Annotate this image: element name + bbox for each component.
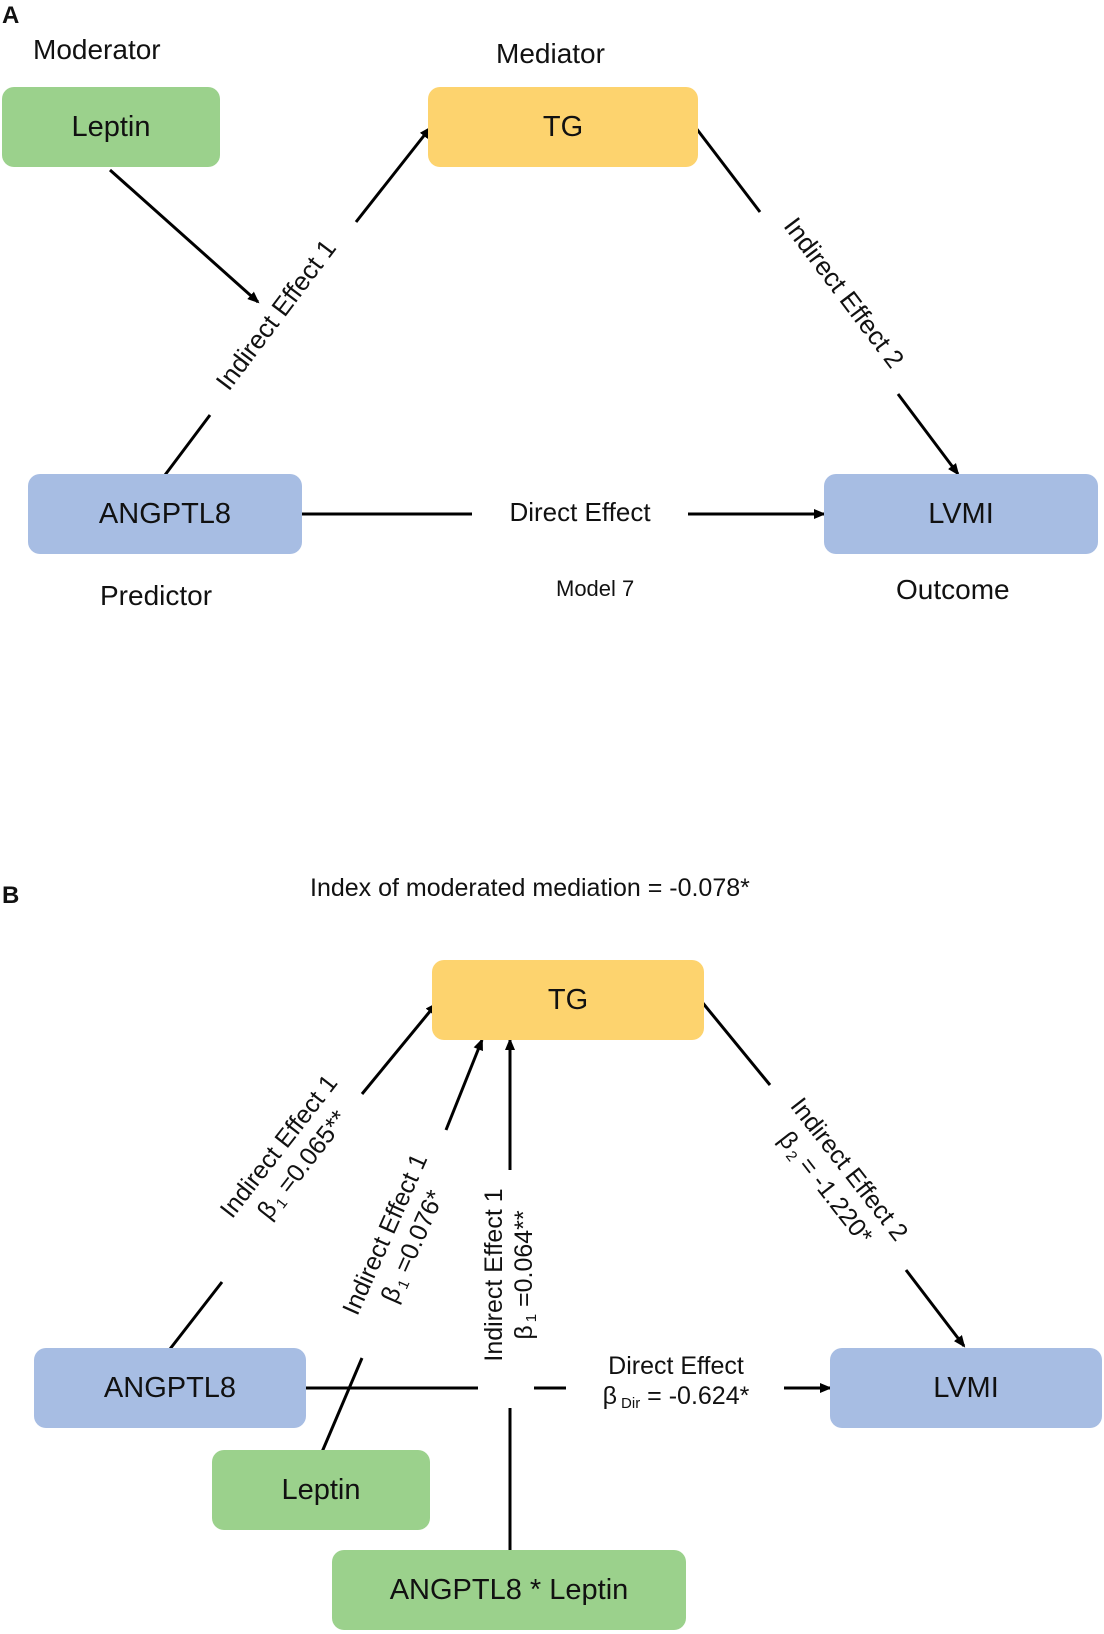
panel-letter-a: A [2,2,20,29]
b-mediator-line-upper [700,1001,772,1086]
b-predictor-edge-label: Indirect Effect 1 β1 =0.065** [215,1070,354,1225]
b-node-interaction: ANGPTL8 * Leptin [332,1550,686,1630]
panel-letter-b: B [2,882,20,909]
b-node-angptl8-label: ANGPTL8 [103,1371,237,1404]
b-moderator-edge-label: Indirect Effect 1 β1 =0.076* [337,1149,450,1319]
indirect2-line-lower [896,393,960,476]
moderator-arrow [109,168,260,304]
b-node-leptin: Leptin [212,1450,430,1530]
index-caption: Index of moderated mediation = -0.078* [310,874,750,902]
outcome-caption: Outcome [896,574,1010,605]
node-angptl8: ANGPTL8 [28,474,302,554]
predictor-caption: Predictor [100,580,213,611]
b-moderator-line-upper [444,1038,484,1131]
node-tg-label: TG [542,110,584,143]
b-direct-edge-title: Direct Effect [608,1352,744,1380]
b-interaction-edge-label: Indirect Effect 1 β1 =0.064** [480,1188,540,1361]
panel-a: Indirect Effect 1 Indirect Effect 2 Dire… [2,2,1098,611]
indirect1-line-upper [354,126,432,223]
panel-b-connectors: Indirect Effect 1 β1 =0.065** Indirect E… [168,1001,966,1550]
b-mediator-line-lower [904,1269,966,1348]
moderator-caption: Moderator [33,34,161,65]
b-predictor-line-lower [168,1281,224,1350]
b-node-angptl8: ANGPTL8 [34,1348,306,1428]
b-node-leptin-label: Leptin [281,1473,361,1506]
direct-label: Direct Effect [509,497,651,527]
node-tg: TG [428,87,698,167]
node-leptin-label: Leptin [71,110,151,143]
b-moderator-line-lower [320,1357,364,1453]
indirect1-label: Indirect Effect 1 [210,234,342,396]
b-node-tg-label: TG [547,983,589,1016]
node-angptl8-label: ANGPTL8 [98,497,232,530]
node-leptin: Leptin [2,87,220,167]
node-lvmi-label: LVMI [928,497,994,530]
b-node-lvmi-label: LVMI [933,1371,999,1404]
b-predictor-line-upper [360,1002,438,1095]
b-node-interaction-label: ANGPTL8 * Leptin [389,1573,629,1606]
b-interaction-edge-beta: β1 =0.064** [510,1210,540,1340]
indirect2-label: Indirect Effect 2 [778,212,910,374]
panel-b: Indirect Effect 1 β1 =0.065** Indirect E… [0,874,1104,1634]
b-node-lvmi: LVMI [830,1348,1102,1428]
b-node-tg: TG [432,960,704,1040]
b-interaction-edge-title: Indirect Effect 1 [480,1188,508,1361]
model-caption: Model 7 [556,576,635,601]
mediator-caption: Mediator [496,38,605,69]
indirect1-line-lower [163,414,212,476]
b-mediator-edge-label: Indirect Effect 2 β2 = -1.220* [773,1093,914,1250]
indirect2-line-upper [694,127,762,213]
node-lvmi: LVMI [824,474,1098,554]
panel-a-connectors: Indirect Effect 1 Indirect Effect 2 Dire… [109,126,960,527]
